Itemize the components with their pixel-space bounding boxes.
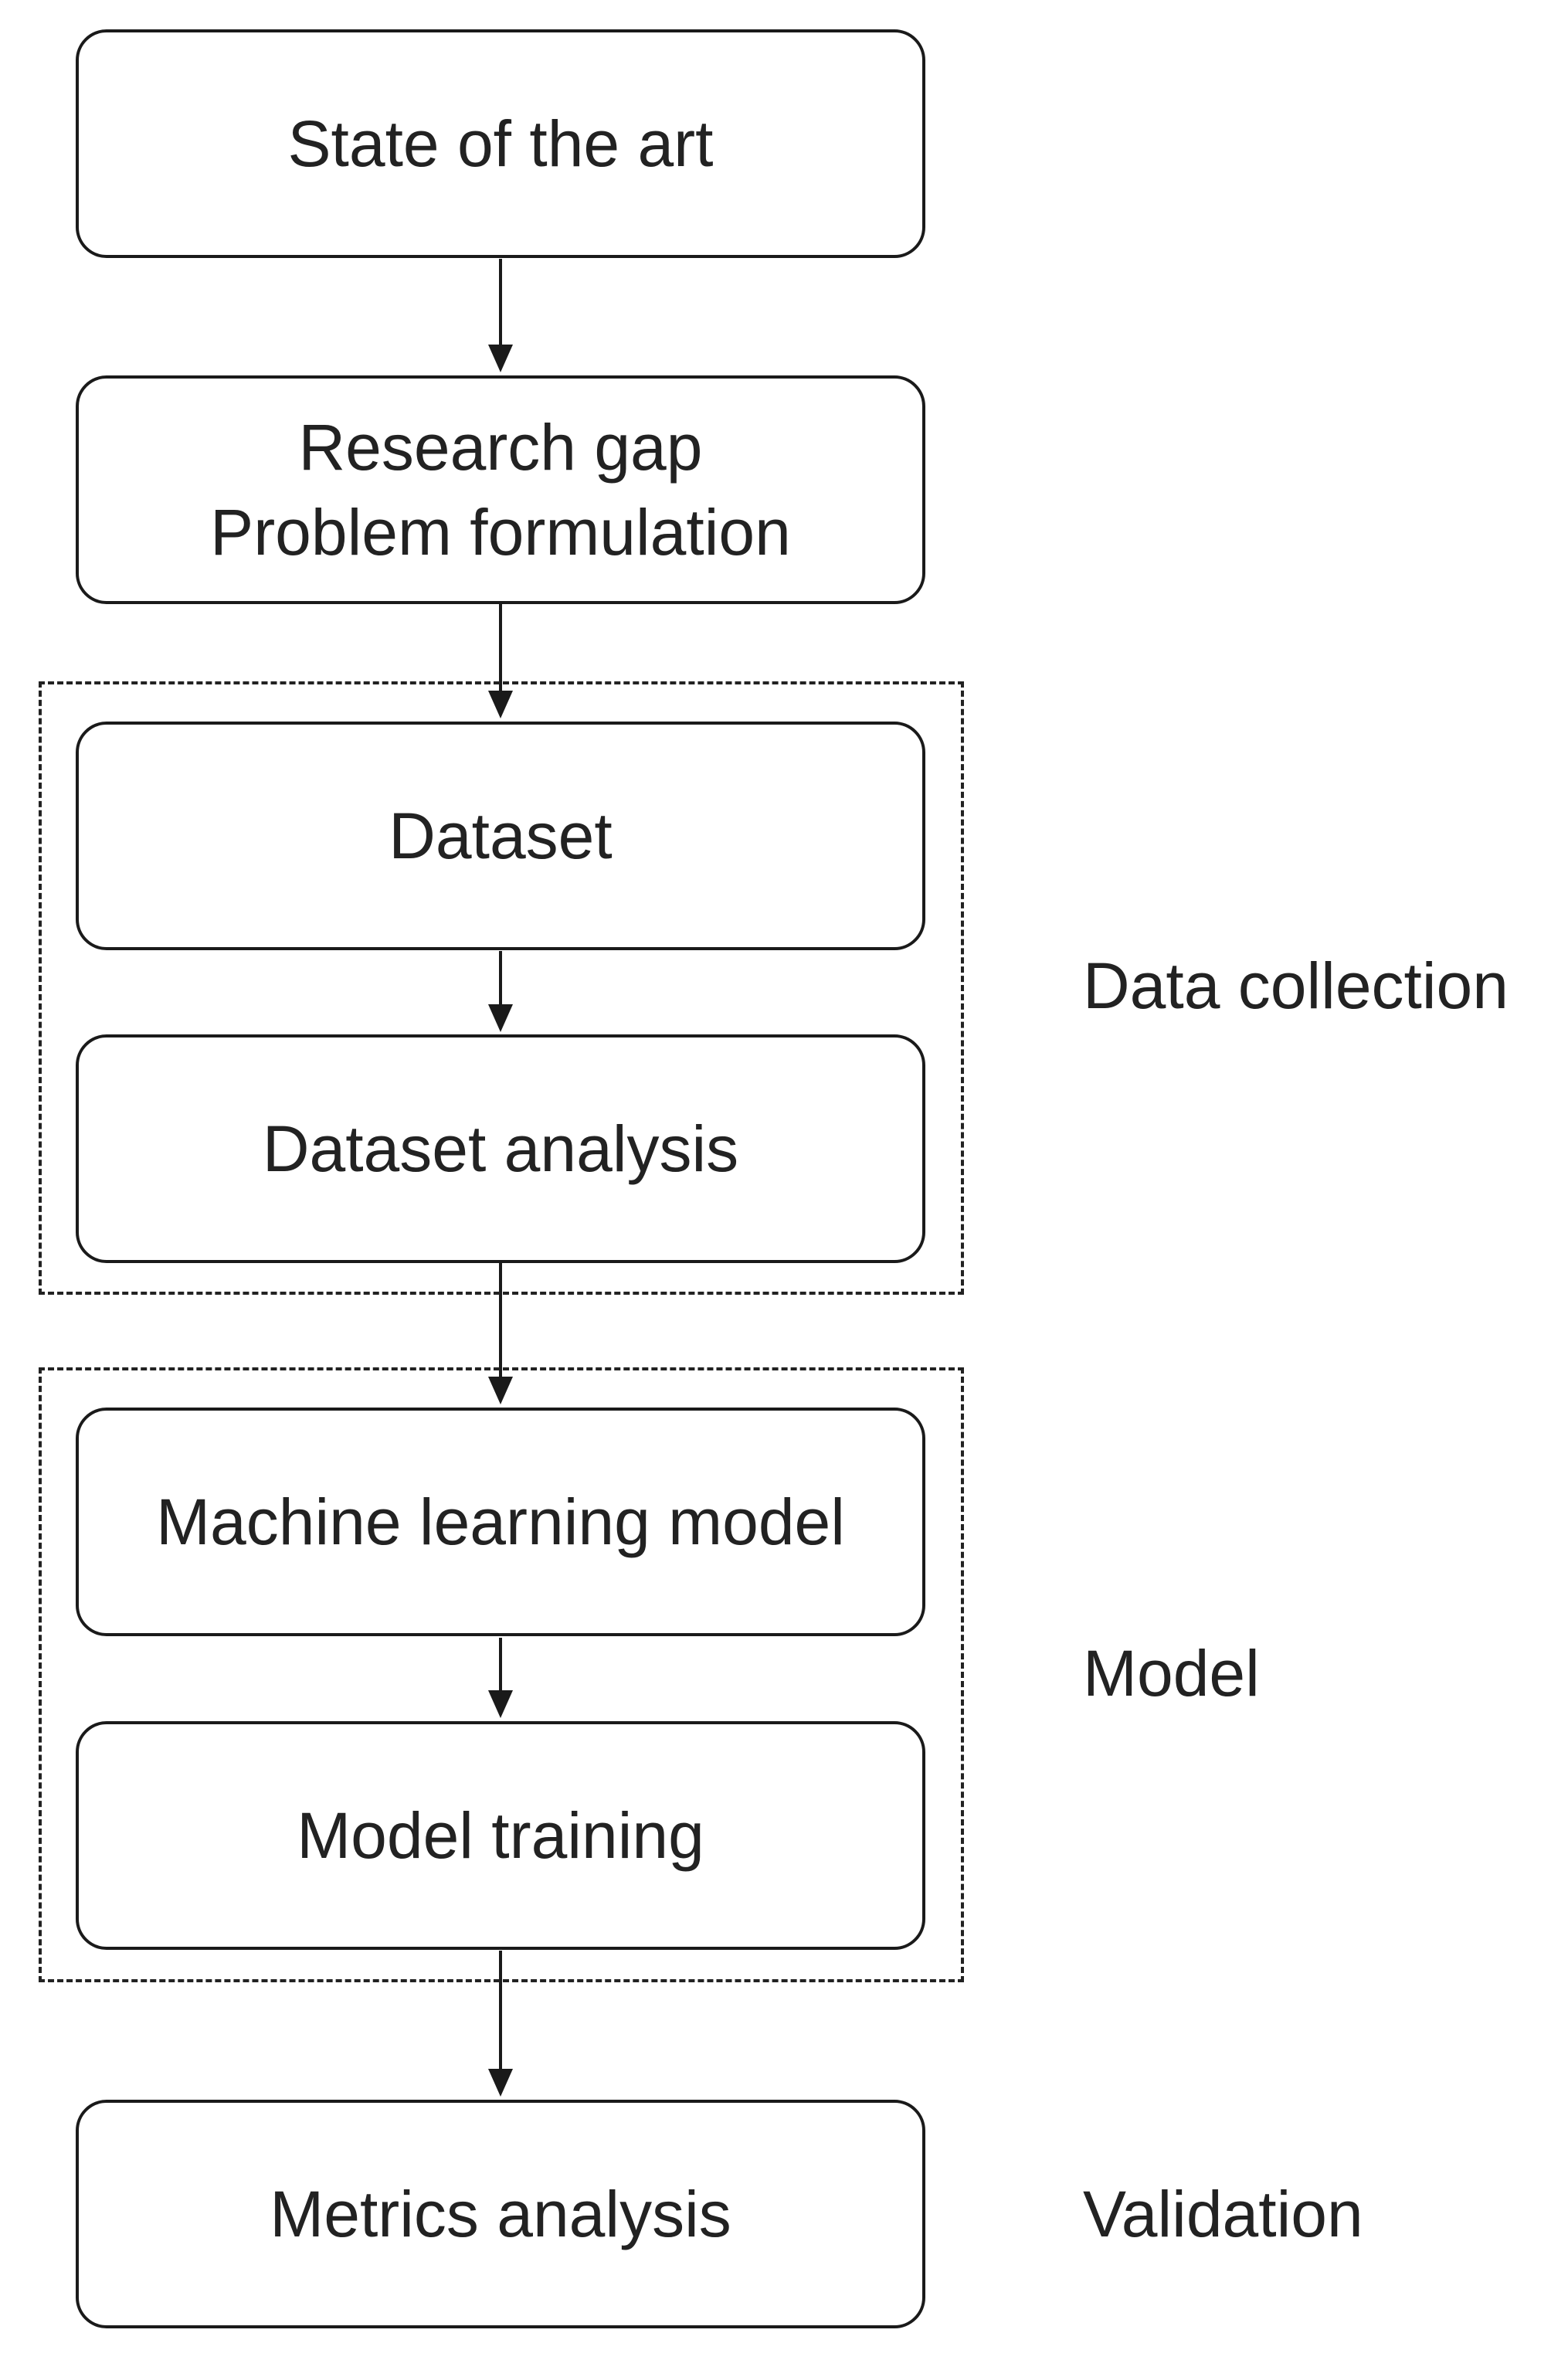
step-label: Research gap Problem formulation	[210, 411, 791, 569]
arrowhead-state-to-research	[488, 345, 513, 372]
group-label-model: Model	[1083, 1637, 1260, 1710]
group-label-data-collection: Data collection	[1083, 949, 1509, 1022]
step-label: Dataset	[389, 800, 613, 872]
arrowhead-ml-model-to-training	[488, 1690, 513, 1718]
group-label-validation: Validation	[1083, 2178, 1363, 2250]
step-label: Dataset analysis	[262, 1112, 739, 1185]
step-label: Machine learning model	[156, 1486, 845, 1558]
data-collection-group-frame	[39, 681, 964, 1295]
step-dataset-analysis: Dataset analysis	[76, 1034, 925, 1263]
step-label: State of the art	[287, 107, 714, 180]
arrowhead-dataset-to-analysis	[488, 1004, 513, 1032]
step-state-of-the-art: State of the art	[76, 29, 925, 258]
step-machine-learning-model: Machine learning model	[76, 1408, 925, 1636]
arrowhead-research-to-dataset	[488, 691, 513, 718]
step-research-gap: Research gap Problem formulation	[76, 375, 925, 604]
arrowhead-analysis-to-ml-model	[488, 1377, 513, 1404]
step-label: Metrics analysis	[270, 2178, 731, 2250]
model-group-frame	[39, 1367, 964, 1982]
step-metrics-analysis: Metrics analysis	[76, 2100, 925, 2328]
arrowhead-training-to-metrics	[488, 2069, 513, 2097]
step-model-training: Model training	[76, 1721, 925, 1950]
step-dataset: Dataset	[76, 722, 925, 950]
step-label: Model training	[297, 1799, 704, 1872]
